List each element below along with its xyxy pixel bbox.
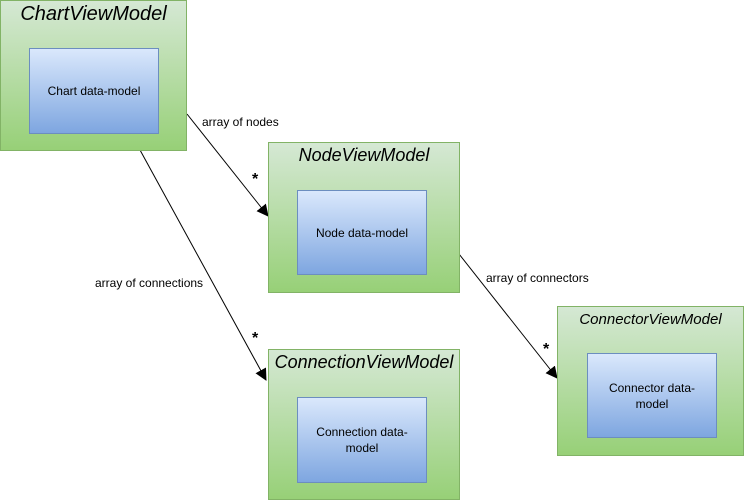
edge-array-of-connections bbox=[139, 149, 267, 381]
edge-array-of-nodes bbox=[186, 113, 269, 217]
connector-view-model[interactable]: ConnectorViewModel Connector data-model bbox=[557, 306, 744, 456]
multiplicity-connections: * bbox=[252, 330, 259, 347]
connector-view-model-title: ConnectorViewModel bbox=[579, 311, 722, 328]
node-view-model-title: NodeViewModel bbox=[298, 145, 430, 165]
connection-view-model-title: ConnectionViewModel bbox=[274, 352, 454, 372]
edge-array-of-connectors bbox=[458, 253, 558, 379]
node-data-model[interactable]: Node data-model bbox=[297, 190, 427, 275]
connection-data-model[interactable]: Connection data-model bbox=[297, 397, 427, 483]
chart-data-model[interactable]: Chart data-model bbox=[29, 48, 159, 134]
edge-label-array-of-connectors: array of connectors bbox=[486, 271, 589, 285]
connector-data-model[interactable]: Connector data-model bbox=[587, 353, 717, 438]
edge-label-array-of-connections: array of connections bbox=[95, 276, 204, 290]
multiplicity-nodes: * bbox=[252, 171, 259, 188]
multiplicity-connectors: * bbox=[543, 341, 550, 358]
chart-view-model[interactable]: ChartViewModel Chart data-model bbox=[0, 0, 187, 151]
node-view-model[interactable]: NodeViewModel Node data-model bbox=[268, 142, 460, 293]
connection-view-model[interactable]: ConnectionViewModel Connection data-mode… bbox=[268, 349, 460, 500]
edge-label-array-of-nodes: array of nodes bbox=[202, 115, 279, 129]
chart-view-model-title: ChartViewModel bbox=[20, 3, 167, 25]
